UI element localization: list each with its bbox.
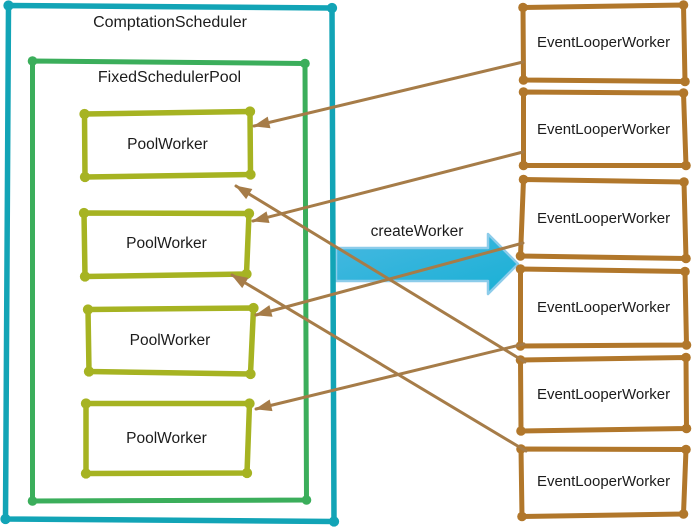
event-looper-worker-5-label: EventLooperWorker	[536, 385, 671, 403]
pool-worker-3-box	[82, 302, 259, 380]
connector-event-looper-worker-2-to-pool-worker-2	[251, 150, 525, 223]
create-worker-label: createWorker	[370, 223, 464, 240]
pool-worker-4-box	[80, 398, 255, 479]
event-looper-worker-1-label: EventLooperWorker	[536, 34, 671, 52]
event-looper-worker-1-box	[518, 0, 690, 87]
event-looper-worker-6-label: EventLooperWorker	[536, 472, 671, 490]
connector-event-looper-worker-6-to-pool-worker-2	[230, 273, 528, 453]
pool-worker-3-label: PoolWorker	[129, 331, 211, 349]
event-looper-worker-3-box	[515, 174, 691, 264]
event-looper-worker-3-label: EventLooperWorker	[536, 210, 671, 228]
connector-event-looper-worker-1-to-pool-worker-1	[252, 60, 525, 129]
fixed-scheduler-pool-label: FixedSchedulerPool	[97, 69, 242, 86]
fixed-scheduler-pool-box	[27, 56, 312, 506]
pool-worker-1-label: PoolWorker	[127, 135, 208, 153]
pool-worker-2-box	[78, 207, 255, 282]
connector-event-looper-worker-5-to-pool-worker-1	[234, 184, 527, 364]
pool-worker-1-box	[79, 106, 256, 183]
event-looper-worker-2-box	[518, 87, 691, 171]
computation-scheduler-label: ComptationScheduler	[93, 14, 247, 31]
create-worker-arrow	[334, 232, 520, 296]
event-looper-worker-4-label: EventLooperWorker	[536, 298, 671, 316]
pool-worker-2-label: PoolWorker	[126, 234, 207, 252]
computation-scheduler-box	[0, 0, 340, 527]
event-looper-worker-2-label: EventLooperWorker	[536, 120, 671, 138]
connector-event-looper-worker-4-to-pool-worker-4	[254, 342, 526, 412]
pool-worker-4-label: PoolWorker	[126, 429, 207, 447]
